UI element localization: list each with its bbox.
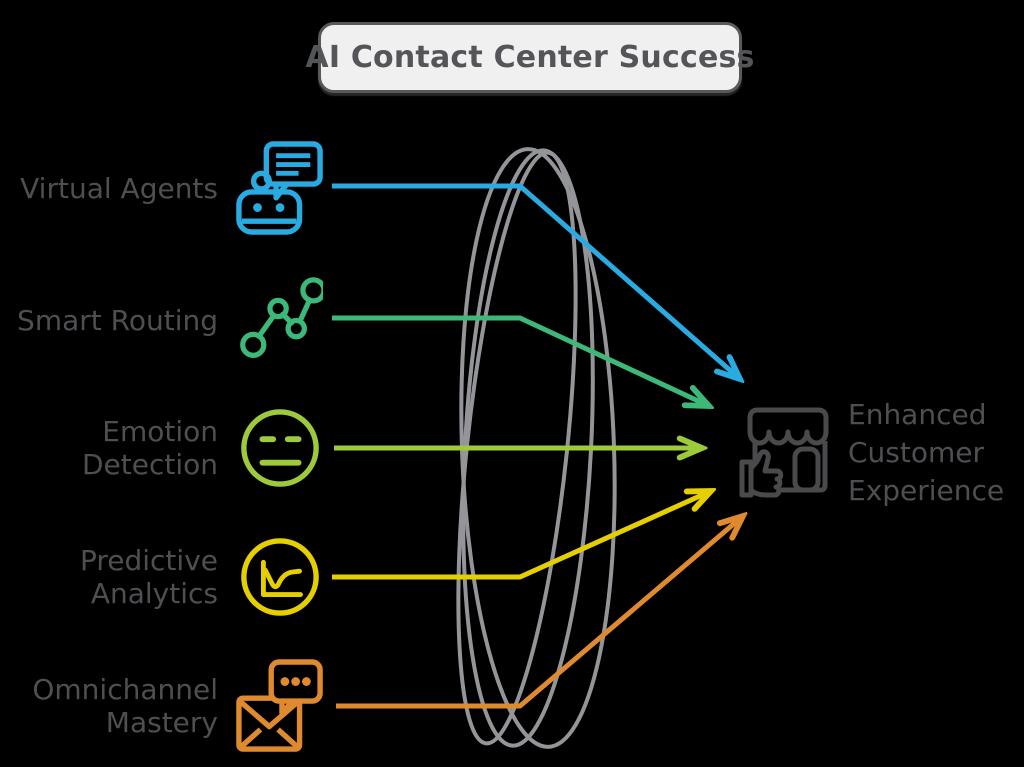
robot-chat-icon <box>234 141 326 235</box>
result-label: Enhanced Customer Experience <box>848 398 1005 507</box>
node-label: Predictive Analytics <box>79 544 218 610</box>
title-banner: AI Contact Center Success <box>305 22 754 93</box>
connector-virtual-agents <box>332 183 740 379</box>
node-omnichannel-mastery: Omnichannel Mastery <box>0 658 326 754</box>
line-chart-circle-icon <box>234 536 326 618</box>
route-nodes-icon <box>234 276 326 364</box>
node-emotion-detection: Emotion Detection <box>0 400 326 496</box>
storefront-thumbs-up-icon <box>738 402 838 504</box>
connector-omnichannel-mastery <box>336 516 743 709</box>
page-title: AI Contact Center Success <box>305 40 755 75</box>
funnel-ring-inner <box>456 150 578 746</box>
connector-smart-routing <box>332 315 709 406</box>
neutral-face-icon <box>234 407 326 489</box>
node-predictive-analytics: Predictive Analytics <box>0 529 326 625</box>
funnel-rings <box>456 147 617 749</box>
chat-envelope-icon <box>234 659 326 753</box>
funnel-ring-outer <box>459 147 617 749</box>
funnel-ring-middle <box>461 148 595 748</box>
node-label: Omnichannel Mastery <box>32 673 218 739</box>
node-label: Emotion Detection <box>81 415 218 481</box>
node-label: Virtual Agents <box>20 171 218 205</box>
node-smart-routing: Smart Routing <box>0 272 326 368</box>
node-label: Smart Routing <box>17 303 218 337</box>
result-node: Enhanced Customer Experience <box>738 396 1004 510</box>
node-virtual-agents: Virtual Agents <box>0 140 326 236</box>
connector-predictive-analytics <box>332 491 711 580</box>
